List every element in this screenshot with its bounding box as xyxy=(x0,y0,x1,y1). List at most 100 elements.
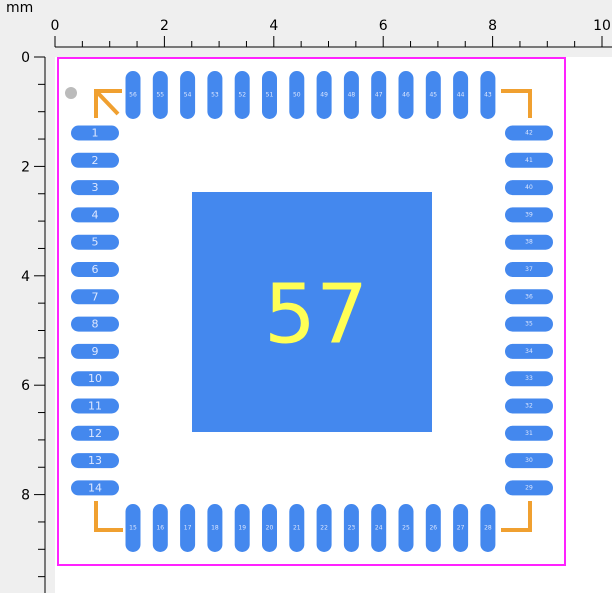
pad-number: 51 xyxy=(266,92,274,99)
pad-9[interactable] xyxy=(71,343,119,359)
pad-number: 29 xyxy=(525,484,533,491)
pad-22[interactable] xyxy=(316,504,332,552)
pad-46[interactable] xyxy=(398,71,414,119)
pad-41[interactable] xyxy=(505,152,553,168)
pad-6[interactable] xyxy=(71,262,119,277)
pad-34[interactable] xyxy=(505,343,553,359)
pad-number: 17 xyxy=(184,525,192,532)
pad-21[interactable] xyxy=(289,504,305,552)
pad-number: 41 xyxy=(525,157,533,164)
pad-number: 9 xyxy=(92,345,99,358)
pad-number: 25 xyxy=(402,525,410,532)
pad-number: 15 xyxy=(129,525,137,532)
pad-35[interactable] xyxy=(505,316,553,332)
pad-49[interactable] xyxy=(316,71,332,119)
pad-number: 1 xyxy=(92,127,99,140)
ruler-left-label: 4 xyxy=(21,269,30,285)
pad-5[interactable] xyxy=(71,234,119,250)
pad-number: 23 xyxy=(348,525,356,532)
pad-48[interactable] xyxy=(343,71,359,119)
pad-44[interactable] xyxy=(453,71,469,119)
pad-number: 33 xyxy=(525,375,533,382)
pad-13[interactable] xyxy=(71,453,119,469)
center-pad-57[interactable] xyxy=(192,192,432,432)
pad-14[interactable] xyxy=(71,480,119,496)
pad-number: 50 xyxy=(293,92,301,99)
pad-16[interactable] xyxy=(152,504,168,552)
pad-37[interactable] xyxy=(505,262,553,277)
pad-28[interactable] xyxy=(480,504,496,552)
pad-12[interactable] xyxy=(71,425,119,441)
pad-55[interactable] xyxy=(152,71,168,119)
pad-43[interactable] xyxy=(480,71,496,119)
pad-50[interactable] xyxy=(289,71,305,119)
pad-7[interactable] xyxy=(71,289,119,305)
pad-54[interactable] xyxy=(180,71,196,119)
pad-23[interactable] xyxy=(343,504,359,552)
pad-number: 26 xyxy=(429,525,437,532)
pad-number: 19 xyxy=(238,525,246,532)
pad-38[interactable] xyxy=(505,234,553,250)
pad-10[interactable] xyxy=(71,371,119,387)
pad-26[interactable] xyxy=(425,504,441,552)
pad-number: 2 xyxy=(92,154,99,167)
pad-40[interactable] xyxy=(505,180,553,196)
pad-19[interactable] xyxy=(234,504,250,552)
pad-11[interactable] xyxy=(71,398,119,414)
pad-24[interactable] xyxy=(371,504,387,552)
pad-number: 30 xyxy=(525,457,533,464)
pad-39[interactable] xyxy=(505,207,553,223)
pad-number: 55 xyxy=(156,92,164,99)
pad-42[interactable] xyxy=(505,125,553,141)
pad-53[interactable] xyxy=(207,71,223,119)
pad-20[interactable] xyxy=(262,504,277,552)
pad-15[interactable] xyxy=(125,504,141,552)
pad-32[interactable] xyxy=(505,398,553,414)
ruler-top-label: 0 xyxy=(51,18,60,34)
ruler-unit-label: mm xyxy=(6,0,34,16)
pad-number: 35 xyxy=(525,321,533,328)
pad-number: 45 xyxy=(429,92,437,99)
pad-number: 56 xyxy=(129,92,137,99)
pad-number: 10 xyxy=(88,372,102,385)
pad-56[interactable] xyxy=(125,71,141,119)
pad-number: 21 xyxy=(293,525,301,532)
pad-3[interactable] xyxy=(71,180,119,196)
pad-29[interactable] xyxy=(505,480,553,496)
pad-8[interactable] xyxy=(71,316,119,332)
pad-27[interactable] xyxy=(453,504,469,552)
pad-number: 24 xyxy=(375,525,383,532)
pad-17[interactable] xyxy=(180,504,196,552)
pad-31[interactable] xyxy=(505,425,553,441)
pad-18[interactable] xyxy=(207,504,223,552)
pad-number: 20 xyxy=(266,525,274,532)
pad-number: 31 xyxy=(525,430,533,437)
pad-number: 7 xyxy=(92,290,99,303)
ruler-left-label: 2 xyxy=(21,159,30,175)
pad-52[interactable] xyxy=(234,71,250,119)
pad-47[interactable] xyxy=(371,71,387,119)
pad-30[interactable] xyxy=(505,453,553,469)
pad-number: 27 xyxy=(457,525,465,532)
pad-51[interactable] xyxy=(262,71,277,119)
pad-33[interactable] xyxy=(505,371,553,387)
pad-45[interactable] xyxy=(425,71,441,119)
pad-1[interactable] xyxy=(71,125,119,141)
pad-4[interactable] xyxy=(71,207,119,223)
ruler-top-label: 4 xyxy=(269,18,278,34)
silkscreen-outline xyxy=(94,89,532,532)
pad-36[interactable] xyxy=(505,289,553,305)
ruler-left-label: 8 xyxy=(21,488,30,504)
pad-number: 14 xyxy=(88,481,102,494)
pad-number: 16 xyxy=(156,525,164,532)
ruler-top-label: 2 xyxy=(160,18,169,34)
pad-number: 8 xyxy=(92,318,99,331)
ruler-top-label: 10 xyxy=(593,18,611,34)
pad-2[interactable] xyxy=(71,152,119,168)
pad-25[interactable] xyxy=(398,504,414,552)
pad-number: 32 xyxy=(525,403,533,410)
pad-number: 54 xyxy=(184,92,192,99)
pad-number: 53 xyxy=(211,92,219,99)
